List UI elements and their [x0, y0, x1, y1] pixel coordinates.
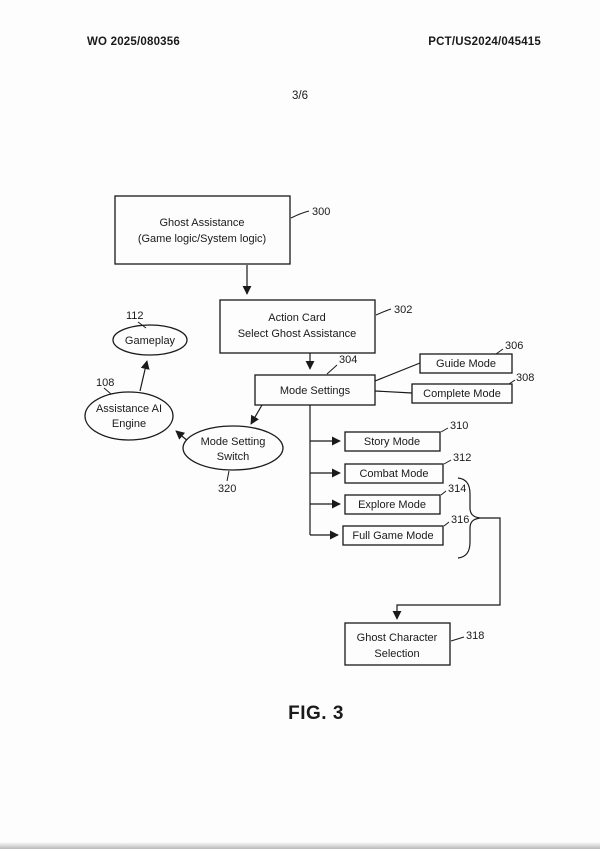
ref-302-leader — [375, 308, 392, 316]
gameplay-label: Gameplay — [125, 335, 176, 347]
explore-mode-box — [344, 494, 441, 515]
ghost-character-selection-box — [344, 622, 451, 666]
ref-112-leader — [137, 321, 147, 329]
ref-304: 304 — [339, 354, 357, 366]
ref-308: 308 — [516, 372, 534, 384]
ref-320: 320 — [218, 483, 236, 495]
action-card-label-line1: Action Card — [268, 312, 325, 324]
ref-316-leader — [443, 521, 450, 527]
ref-320-leader — [226, 470, 230, 482]
action-card-label-line2: Select Ghost Assistance — [238, 328, 357, 340]
assistance-ai-engine-label-line1: Assistance AI — [96, 403, 162, 415]
figure-caption: FIG. 3 — [288, 703, 344, 724]
node-guide-mode: Guide Mode 306 — [419, 340, 523, 374]
mode-setting-switch-label-line2: Switch — [217, 451, 249, 463]
ghost-assistance-box — [114, 195, 291, 265]
ref-302: 302 — [394, 304, 412, 316]
ref-314: 314 — [448, 483, 466, 495]
node-mode-settings: Mode Settings 304 — [254, 354, 376, 406]
gameplay-ellipse — [112, 324, 188, 356]
assistance-ai-engine-label-line2: Engine — [112, 418, 146, 430]
ref-304-leader — [326, 364, 338, 375]
complete-mode-label: Complete Mode — [423, 388, 501, 400]
story-mode-label: Story Mode — [364, 436, 420, 448]
ghost-assistance-label-line2: (Game logic/System logic) — [138, 233, 266, 245]
ref-112: 112 — [126, 310, 144, 322]
node-ghost-assistance: Ghost Assistance (Game logic/System logi… — [114, 195, 330, 265]
ref-314-leader — [440, 490, 447, 496]
ref-318: 318 — [466, 630, 484, 642]
ref-312: 312 — [453, 452, 471, 464]
arrow-ai-engine-to-gameplay — [139, 360, 150, 392]
sheet-indicator: 3/6 — [292, 90, 308, 102]
full-game-mode-label: Full Game Mode — [352, 530, 433, 542]
node-ghost-character-selection: Ghost Character Selection 318 — [344, 622, 484, 666]
line-mode-settings-to-complete-mode — [374, 390, 413, 394]
node-complete-mode: Complete Mode 308 — [411, 372, 534, 404]
ref-300-leader — [290, 210, 310, 219]
mode-settings-label: Mode Settings — [280, 385, 351, 397]
ref-310-leader — [440, 427, 449, 433]
guide-mode-label: Guide Mode — [436, 358, 496, 370]
arrow-modes-to-ghost-character-selection — [392, 517, 501, 620]
combat-mode-label: Combat Mode — [359, 468, 428, 480]
node-gameplay: Gameplay 112 — [112, 310, 188, 356]
line-mode-settings-to-guide-mode — [374, 362, 421, 382]
node-combat-mode: Combat Mode 312 — [344, 452, 471, 484]
node-full-game-mode: Full Game Mode 316 — [342, 514, 469, 546]
ref-306-leader — [495, 348, 504, 355]
ref-312-leader — [443, 459, 452, 465]
explore-mode-label: Explore Mode — [358, 499, 426, 511]
mode-setting-switch-label-line1: Mode Setting — [201, 436, 266, 448]
action-card-box — [219, 299, 376, 354]
ref-108: 108 — [96, 377, 114, 389]
guide-mode-box — [419, 353, 513, 374]
mode-setting-switch-ellipse — [182, 425, 284, 471]
story-mode-box — [344, 431, 441, 452]
ref-316: 316 — [451, 514, 469, 526]
ref-300: 300 — [312, 206, 330, 218]
publication-number: WO 2025/080356 — [87, 36, 180, 48]
page-edge-shadow — [0, 842, 600, 849]
arrow-mode-settings-to-switch — [250, 404, 263, 425]
ref-108-leader — [103, 387, 112, 395]
ghost-character-selection-label-line2: Selection — [374, 648, 419, 660]
ghost-character-selection-label-line1: Ghost Character — [357, 632, 438, 644]
assistance-ai-engine-ellipse — [84, 391, 174, 441]
application-number: PCT/US2024/045415 — [428, 36, 541, 48]
combat-mode-box — [344, 463, 444, 484]
node-story-mode: Story Mode 310 — [344, 420, 468, 452]
ref-308-leader — [508, 379, 516, 385]
node-mode-setting-switch: Mode Setting Switch 320 — [182, 425, 284, 495]
complete-mode-box — [411, 383, 513, 404]
full-game-mode-box — [342, 525, 444, 546]
node-explore-mode: Explore Mode 314 — [344, 483, 466, 515]
node-action-card: Action Card Select Ghost Assistance 302 — [219, 299, 412, 354]
ref-318-leader — [450, 636, 465, 642]
ref-310: 310 — [450, 420, 468, 432]
ghost-assistance-label-line1: Ghost Assistance — [160, 217, 245, 229]
ref-306: 306 — [505, 340, 523, 352]
mode-settings-box — [254, 374, 376, 406]
node-assistance-ai-engine: Assistance AI Engine 108 — [84, 377, 174, 441]
